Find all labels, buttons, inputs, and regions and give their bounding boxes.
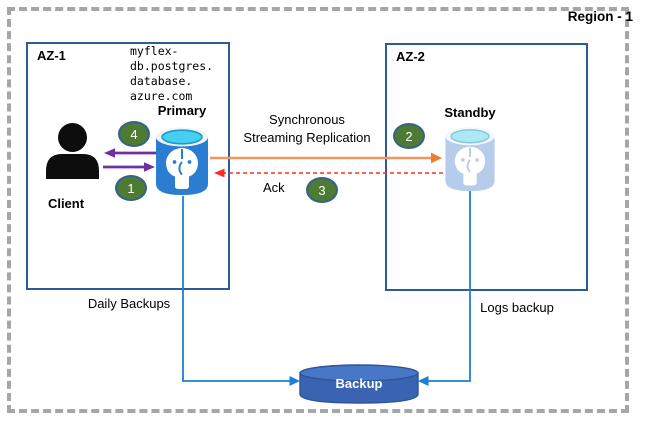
standby-label: Standby xyxy=(444,105,496,120)
step-badge-3: 3 xyxy=(306,177,338,203)
postgres-elephant-icon xyxy=(454,146,486,186)
standby-postgresql-database-icon xyxy=(445,127,495,192)
primary-hostname: myflex- db.postgres. database. azure.com xyxy=(130,44,214,103)
step-badge-4: 4 xyxy=(118,121,150,147)
person-icon xyxy=(46,123,99,179)
step-badge-1: 1 xyxy=(115,175,147,201)
ack-label: Ack xyxy=(263,180,285,195)
primary-postgresql-database-icon xyxy=(156,127,208,195)
step-badge-2: 2 xyxy=(393,123,425,149)
az2-box xyxy=(385,43,588,291)
region-label: Region - 1 xyxy=(567,9,633,24)
postgres-elephant-icon xyxy=(166,148,198,189)
logs-backup-label: Logs backup xyxy=(480,300,554,315)
az1-box xyxy=(26,42,230,290)
client-label: Client xyxy=(47,196,85,211)
replication-label: Synchronous Streaming Replication xyxy=(243,112,371,145)
backup-storage-cylinder-icon xyxy=(299,364,419,404)
daily-backups-label: Daily Backups xyxy=(87,296,171,311)
az2-label: AZ-2 xyxy=(396,49,425,64)
primary-label: Primary xyxy=(157,103,207,118)
az1-label: AZ-1 xyxy=(37,48,66,63)
region-boundary xyxy=(7,7,629,413)
backup-label: Backup xyxy=(335,376,383,391)
